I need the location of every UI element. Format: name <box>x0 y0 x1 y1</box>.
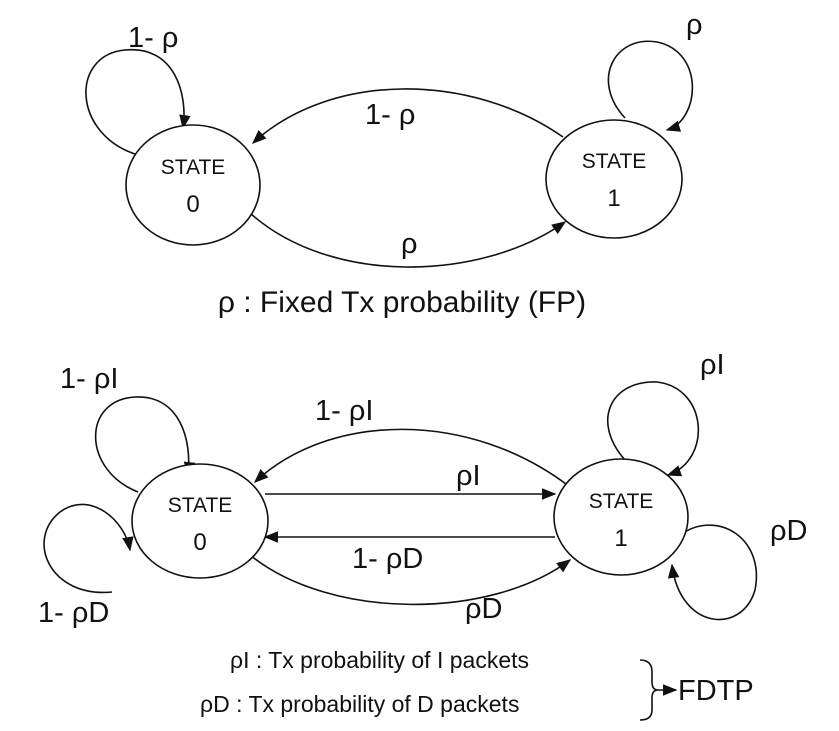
fdtp-legend-line-2: ρD : Tx probability of D packets <box>200 691 519 717</box>
fp-self-loop-0-arrow <box>85 49 191 156</box>
fdtp-self-loop-0-bottom-arrow <box>43 503 134 594</box>
fdtp-edge-1-to-0-top-label: 1- ρI <box>315 395 373 427</box>
fp-state-0-number: 0 <box>186 191 199 218</box>
fdtp-edge-1-to-0-top <box>253 428 571 488</box>
fdtp-self-loop-1-bottom-label: ρD <box>770 515 807 547</box>
fdtp-state-1-number: 1 <box>614 525 627 552</box>
fdtp-state-0-title: STATE <box>168 494 233 517</box>
fp-self-loop-1-label: ρ <box>686 9 703 41</box>
fdtp-self-loop-0-top-label: 1- ρI <box>60 363 118 395</box>
fp-self-loop-0-label: 1- ρ <box>128 22 178 54</box>
fdtp-diagram: 1- ρI 1- ρD ρI ρD 1- ρI ρI 1- ρD ρD STAT… <box>38 349 807 721</box>
fdtp-state-0 <box>131 463 269 579</box>
fp-self-loop-1-arrow <box>607 40 694 132</box>
fdtp-legend-group-label: FDTP <box>678 675 754 707</box>
fdtp-edge-0-to-1-bottom <box>249 554 572 606</box>
fdtp-self-loop-1-top-arrow <box>606 381 700 477</box>
fp-edge-0-to-1 <box>249 212 567 268</box>
fp-state-1-title: STATE <box>582 150 647 173</box>
fdtp-state-1-title: STATE <box>589 490 654 513</box>
fdtp-legend-line-1: ρI : Tx probability of I packets <box>230 647 529 673</box>
fdtp-legend-brace <box>639 659 659 721</box>
fdtp-self-loop-0-bottom-label: 1- ρD <box>38 597 109 629</box>
fp-edge-1-to-0 <box>251 88 564 144</box>
fdtp-edge-1-to-0-mid-label: 1- ρD <box>352 543 423 575</box>
fp-edge-1-to-0-label: 1- ρ <box>365 99 415 131</box>
fp-state-1-number: 1 <box>607 185 620 212</box>
fp-state-1 <box>545 119 683 239</box>
fp-state-0 <box>125 124 261 246</box>
fp-caption: ρ : Fixed Tx probability (FP) <box>218 286 586 319</box>
fp-state-0-title: STATE <box>161 156 226 179</box>
fdtp-edge-0-to-1-mid-label: ρI <box>456 460 481 492</box>
fdtp-state-0-number: 0 <box>193 529 206 556</box>
fdtp-self-loop-0-top-arrow <box>94 396 196 493</box>
fp-edge-0-to-1-label: ρ <box>401 228 418 260</box>
fp-diagram: 1- ρ ρ 1- ρ ρ STATE 0 STATE 1 ρ : Fixed … <box>85 9 703 319</box>
fdtp-self-loop-1-top-label: ρI <box>700 349 725 381</box>
fdtp-state-1 <box>553 458 689 576</box>
fdtp-edge-0-to-1-bottom-label: ρD <box>465 593 502 625</box>
fdtp-self-loop-1-bottom-arrow <box>667 524 758 621</box>
